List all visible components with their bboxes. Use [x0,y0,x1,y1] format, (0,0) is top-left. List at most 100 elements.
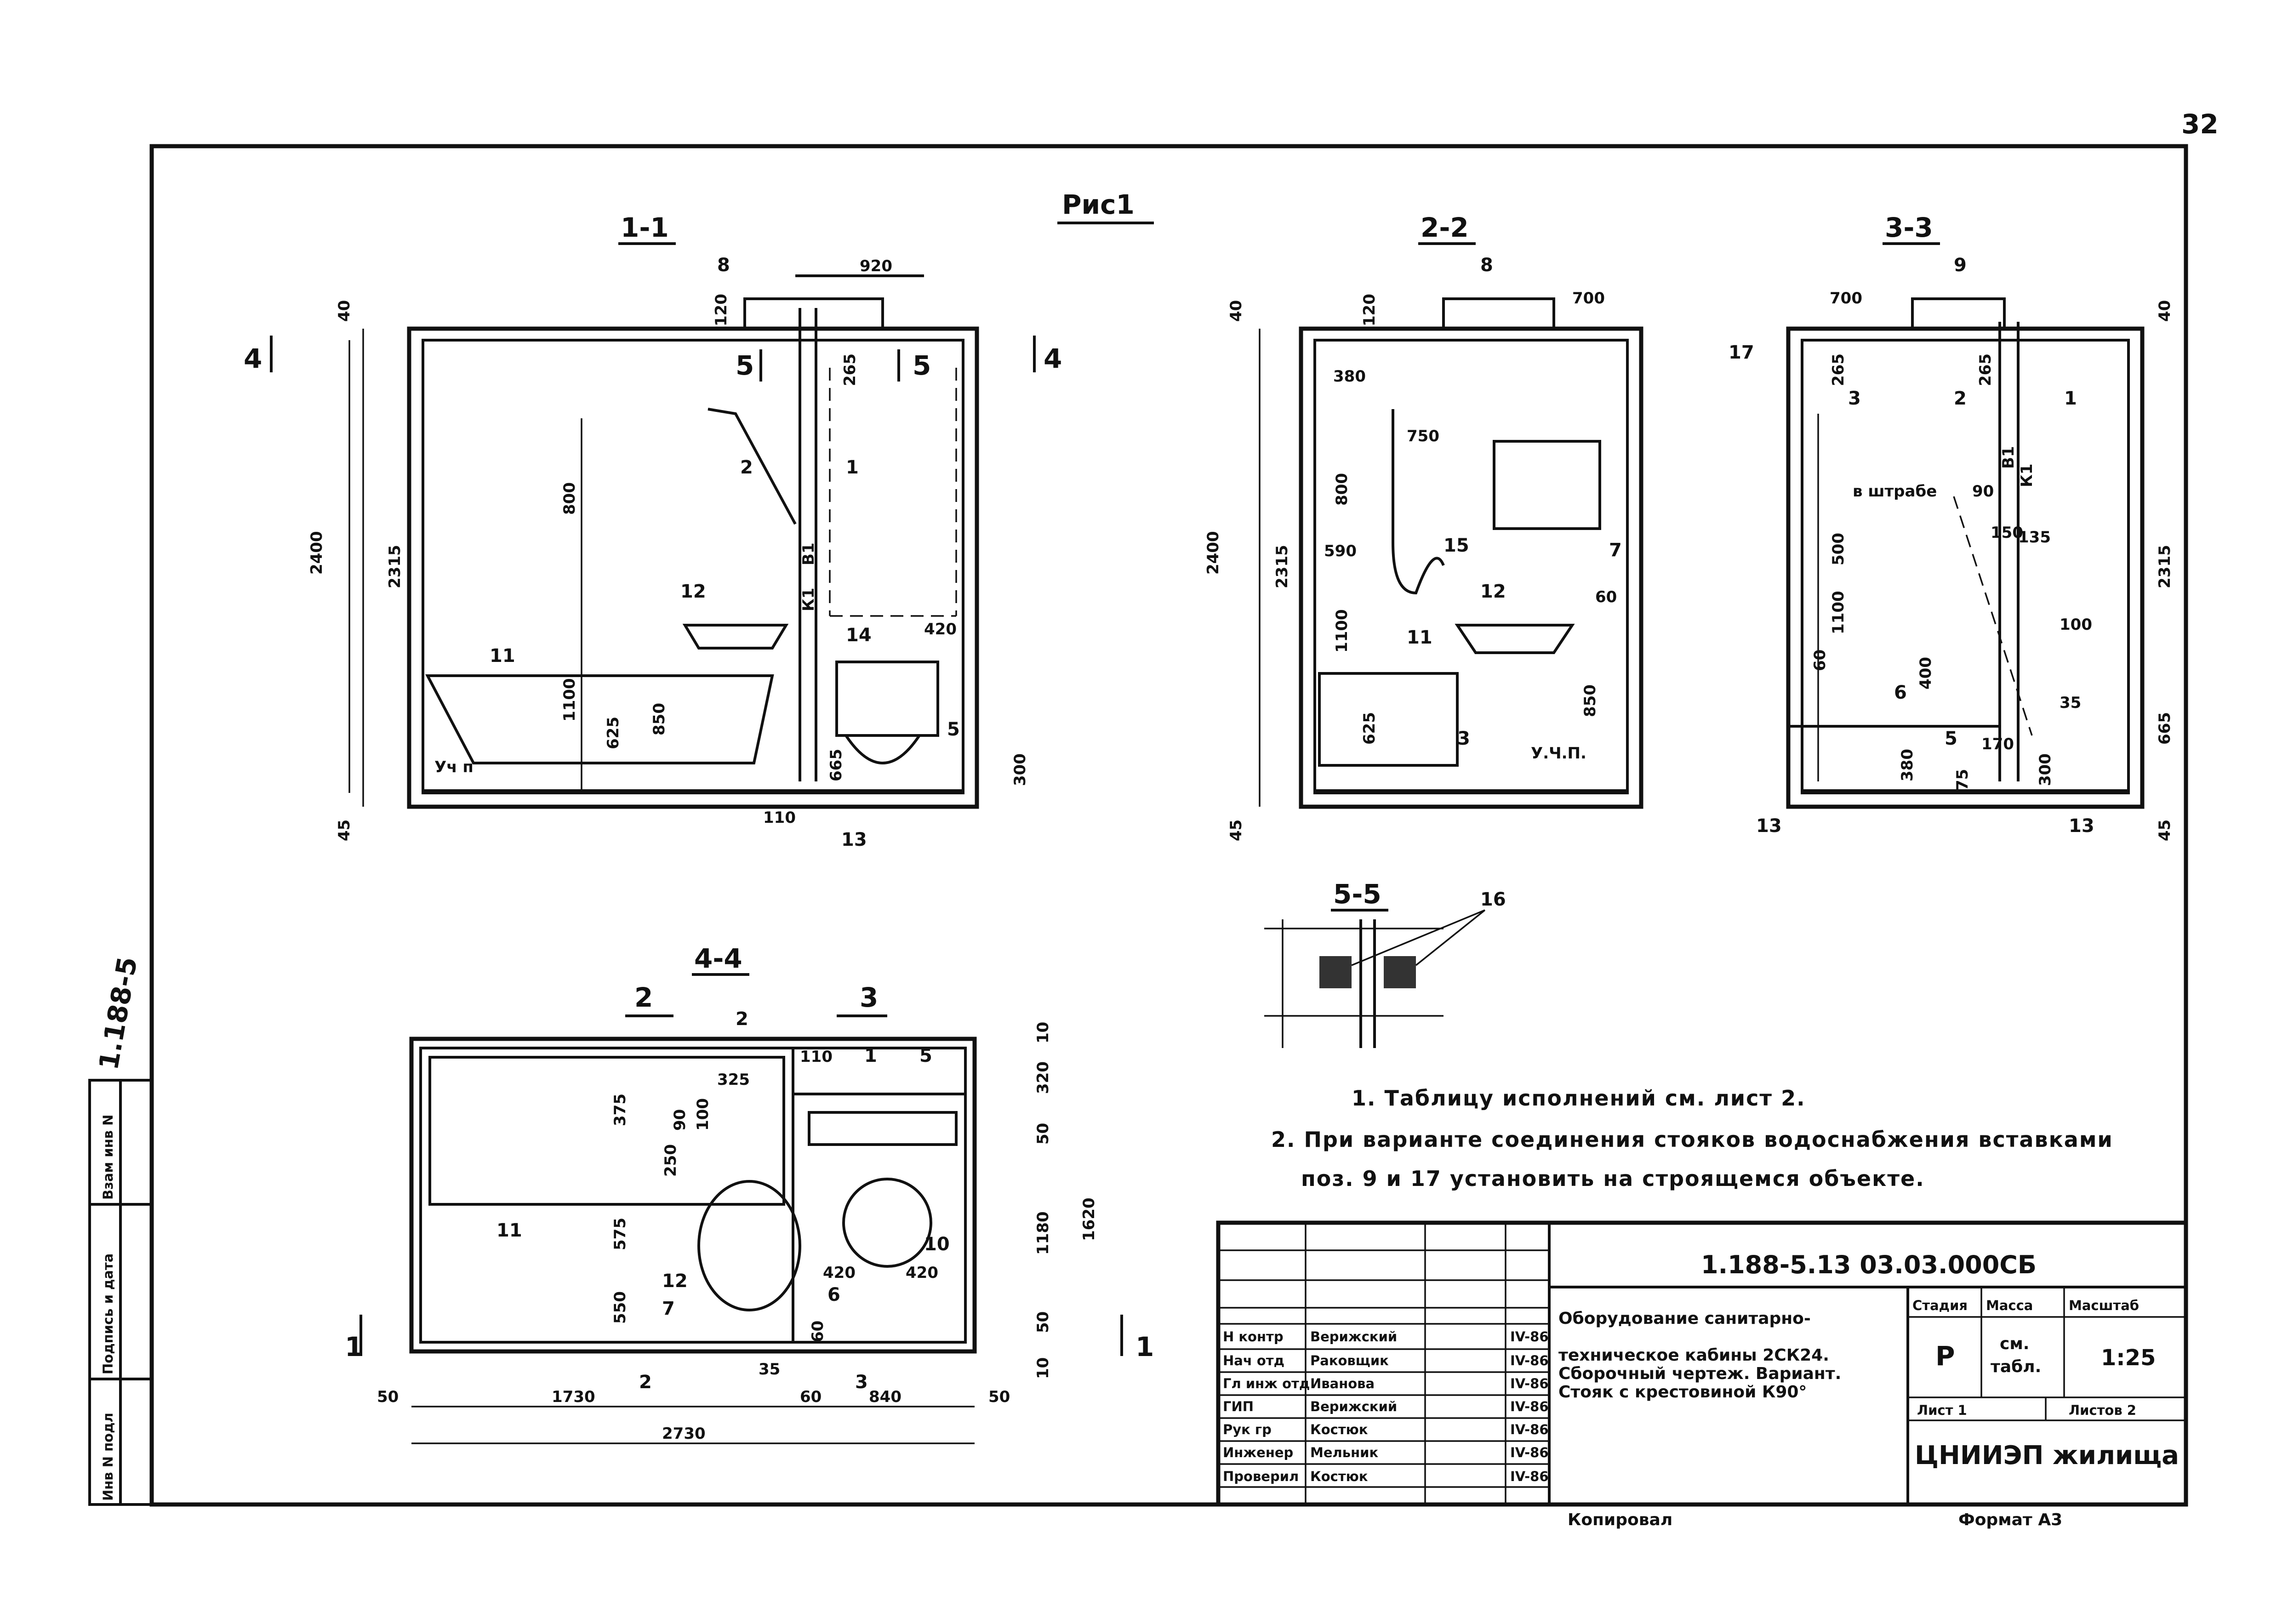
pos-13-sec1: 13 [841,829,867,850]
desc-line-2: Сборочный чертеж. Вариант. [1558,1364,1841,1383]
section-2-2-label: 2-2 [1421,212,1469,243]
note-1: 1. Таблицу исполнений см. лист 2. [1352,1086,1806,1111]
pos-3-sec3: 3 [1848,388,1861,409]
cut-4-right: 4 [1044,343,1062,374]
dim-1-1-850: 850 [650,703,668,735]
pos-12-sec4: 12 [662,1271,688,1292]
dim-2-2-60: 60 [1595,588,1617,606]
title-block: Н контр Верижский IV-86 Нач отд Раковщик… [1216,1220,2188,1529]
marker-b1-1: В1 [799,542,818,565]
dim-2-2-850: 850 [1581,684,1599,717]
org-name: ЦНИИЭП жилища [1915,1441,2179,1470]
marker-k1-3: К1 [2018,464,2036,487]
desc-line-3: Стояк с крестовиной К90° [1558,1383,1807,1402]
pos-1-sec3: 1 [2064,388,2077,409]
svg-text:IV-86: IV-86 [1510,1329,1549,1345]
pos-7-sec2: 7 [1609,540,1622,561]
dim-3-3-1100: 1100 [1829,591,1848,634]
pos-14-sec1: 14 [846,625,872,646]
marker-k1-1: К1 [799,588,818,611]
dim-4-4-325: 325 [717,1071,750,1089]
cut-5-left: 5 [736,350,754,381]
pos-17-sec3: 17 [1729,342,1754,363]
svg-text:ГИП: ГИП [1223,1399,1254,1414]
note-2a: 2. При варианте соединения стояков водос… [1271,1127,2113,1152]
svg-text:Мельник: Мельник [1310,1445,1378,1460]
signature-row-3: ГИП Верижский IV-86 [1223,1399,1549,1414]
svg-text:Верижский: Верижский [1310,1329,1397,1345]
pos-2-sec3: 2 [1954,388,1967,409]
pos-8-sec1: 8 [717,255,730,276]
dim-4-4-40-bot: 10 [1034,1357,1052,1379]
scale-label: Масштаб [2069,1298,2139,1313]
stamp-podpis-data: Подпись и дата [100,1254,116,1374]
cut-1-right: 1 [1135,1331,1154,1362]
signature-row-1: Нач отд Раковщик IV-86 [1223,1353,1549,1368]
pos-3-sec4: 3 [855,1372,868,1393]
stamp-vzam-inv: Взам инв N [100,1115,116,1200]
pos-11-sec4: 11 [496,1220,522,1241]
pos-1-sec1: 1 [846,457,859,478]
dim-4-4-60b: 60 [809,1321,827,1342]
pos-2-sec1: 2 [740,457,753,478]
pos-3-sec2: 3 [1457,728,1470,749]
dim-3-3-75: 75 [1953,769,1972,791]
dim-4-4-35: 35 [759,1360,780,1379]
dim-2-2-45: 45 [1227,820,1245,841]
dim-4-4-1730: 1730 [552,1388,595,1406]
svg-text:IV-86: IV-86 [1510,1399,1549,1414]
dim-4-4-50-left: 50 [377,1388,399,1406]
svg-text:IV-86: IV-86 [1510,1353,1549,1368]
mass-value-1: см. [2000,1334,2029,1353]
section-1-1-label: 1-1 [621,212,669,243]
section-4-4: 4-4 11 2 3 1 1 2730 1730 840 60 50 50 [345,943,1154,1444]
svg-text:Инженер: Инженер [1223,1445,1293,1460]
dim-4-4-110: 110 [800,1048,833,1066]
svg-text:Н контр: Н контр [1223,1329,1284,1345]
notes: 1. Таблицу исполнений см. лист 2. 2. При… [1271,1086,2113,1191]
dim-2-2-750: 750 [1407,427,1439,445]
pos-13-sec3-right: 13 [2069,815,2094,837]
dim-1-1-625: 625 [604,717,622,749]
dim-4-4-40-top: 10 [1034,1022,1052,1043]
dim-3-3-45: 45 [2156,820,2174,841]
svg-text:IV-86: IV-86 [1510,1376,1549,1391]
dim-3-3-380: 380 [1898,749,1917,781]
pos-5-sec4: 5 [919,1045,932,1066]
svg-text:IV-86: IV-86 [1510,1469,1549,1484]
section-5-5-label: 5-5 [1333,878,1381,910]
signature-row-6: Проверил Костюк IV-86 [1223,1469,1549,1484]
svg-text:Раковщик: Раковщик [1310,1353,1389,1368]
marker-shtrabe: в штрабе [1853,482,1937,501]
dim-3-3-40: 40 [2156,300,2174,322]
note-2b: поз. 9 и 17 установить на строящемся объ… [1301,1166,1925,1191]
dim-3-3-60: 60 [1811,650,1829,671]
signature-row-5: Инженер Мельник IV-86 [1223,1445,1549,1460]
dim-2-2-2315: 2315 [1273,545,1291,588]
mass-label: Масса [1986,1298,2033,1313]
copied-label: Копировал [1568,1510,1672,1529]
dim-1-1-665: 665 [827,749,845,781]
dim-1-1-265: 265 [841,353,859,386]
pos-9-sec3: 9 [1954,255,1967,276]
mass-value-2: табл. [1991,1357,2041,1376]
dim-3-3-90: 90 [1972,482,1994,501]
dim-1-1-420: 420 [924,620,957,638]
dim-2-2-120: 120 [1360,294,1379,326]
dim-3-3-665: 665 [2156,712,2174,745]
left-stamp: Взам инв N Подпись и дата Инв N подл 1.1… [88,954,153,1506]
dim-4-4-50-b: 50 [1034,1311,1052,1333]
section-5-5: 5-5 16 [1264,878,1506,1048]
pos-11-sec2: 11 [1407,627,1432,648]
section-3-3: 3-3 700 2315 40 45 665 265 265 500 1100 … [1729,212,2174,841]
svg-text:Верижский: Верижский [1310,1399,1397,1414]
pos-7-sec4: 7 [662,1298,675,1319]
sheets-label: Листов 2 [2069,1402,2136,1418]
dim-4-4-2730: 2730 [662,1425,706,1443]
dim-4-4-575: 575 [611,1218,629,1250]
dim-1-1-110: 110 [763,809,796,827]
svg-text:IV-86: IV-86 [1510,1445,1549,1460]
dim-3-3-400: 400 [1917,657,1935,689]
dim-1-1-800: 800 [560,482,579,515]
